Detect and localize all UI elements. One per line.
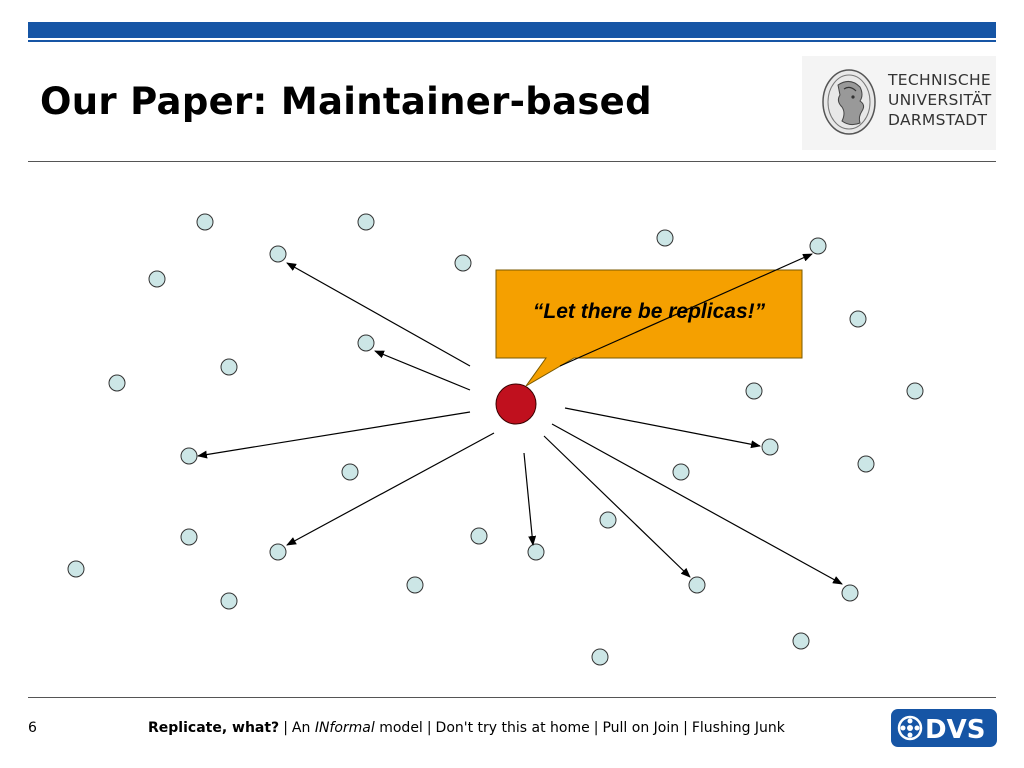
peer-node xyxy=(108,374,126,392)
footer-link-replicate-what[interactable]: Replicate, what? xyxy=(148,720,280,736)
peer-node xyxy=(406,576,424,594)
dvs-logo: DVS xyxy=(891,709,997,747)
peer-node xyxy=(672,463,690,481)
peer-node xyxy=(599,511,617,529)
replication-arrows xyxy=(197,262,843,585)
replication-arrow xyxy=(559,253,813,367)
footer-separator: | xyxy=(426,720,432,736)
peer-node xyxy=(591,648,609,666)
replication-arrow xyxy=(197,411,471,459)
footer-link-flushing-junk[interactable]: Flushing Junk xyxy=(691,720,785,736)
footer-link-pull-on-join[interactable]: Pull on Join xyxy=(602,720,680,736)
peer-node xyxy=(180,528,198,546)
logo-line: DARMSTADT xyxy=(888,111,988,129)
header-rule xyxy=(28,40,996,42)
peer-node xyxy=(220,358,238,376)
peer-node xyxy=(857,455,875,473)
footer-link-dont-try[interactable]: Don't try this at home xyxy=(435,720,590,736)
peer-node xyxy=(809,237,827,255)
replication-arrow xyxy=(543,435,691,578)
header-bar xyxy=(28,22,996,38)
peer-node xyxy=(454,254,472,272)
replication-arrow xyxy=(523,452,537,546)
peer-node xyxy=(148,270,166,288)
replication-arrow xyxy=(551,423,843,585)
page-number: 6 xyxy=(28,720,37,736)
replication-arrow xyxy=(564,407,761,449)
replication-arrow xyxy=(286,432,495,546)
footer-link-informal-model[interactable]: An INformal model xyxy=(292,720,423,736)
peer-node xyxy=(849,310,867,328)
footer-navigation: Replicate, what?|An INformal model|Don't… xyxy=(148,720,785,736)
athena-seal-icon xyxy=(822,69,876,135)
dvs-brand-text: DVS xyxy=(925,715,985,745)
callout-box xyxy=(495,269,803,387)
peer-node xyxy=(357,334,375,352)
page-title: Our Paper: Maintainer-based xyxy=(40,80,652,123)
peer-node xyxy=(196,213,214,231)
replication-arrow xyxy=(286,262,471,367)
peer-node xyxy=(656,229,674,247)
footer-link-text: model xyxy=(374,720,423,736)
footer: 6 Replicate, what?|An INformal model|Don… xyxy=(0,720,1024,740)
peer-node xyxy=(688,576,706,594)
logo-line: TECHNISCHE xyxy=(888,71,992,89)
replication-arrow xyxy=(374,350,471,391)
peer-node xyxy=(792,632,810,650)
title-divider xyxy=(28,161,996,162)
peer-node xyxy=(180,447,198,465)
peer-node xyxy=(269,245,287,263)
peer-node xyxy=(67,560,85,578)
peer-node xyxy=(269,543,287,561)
callout-text: “Let there be replicas!” xyxy=(532,300,766,323)
footer-separator: | xyxy=(593,720,599,736)
peer-nodes xyxy=(67,213,924,666)
peer-node xyxy=(745,382,763,400)
footer-separator: | xyxy=(283,720,288,736)
university-name: TECHNISCHE UNIVERSITÄT DARMSTADT xyxy=(888,70,992,130)
peer-node xyxy=(906,382,924,400)
peer-node xyxy=(470,527,488,545)
peer-node xyxy=(341,463,359,481)
logo-line: UNIVERSITÄT xyxy=(888,91,992,109)
footer-divider xyxy=(28,697,996,698)
maintainer-node xyxy=(495,383,537,425)
peer-node xyxy=(527,543,545,561)
peer-node xyxy=(220,592,238,610)
university-logo: TECHNISCHE UNIVERSITÄT DARMSTADT xyxy=(802,56,996,150)
peer-node xyxy=(357,213,375,231)
footer-separator: | xyxy=(683,720,688,736)
footer-link-text: An xyxy=(291,720,315,736)
peer-node xyxy=(841,584,859,602)
peer-node xyxy=(761,438,779,456)
footer-link-emphasis: INformal xyxy=(314,720,375,736)
